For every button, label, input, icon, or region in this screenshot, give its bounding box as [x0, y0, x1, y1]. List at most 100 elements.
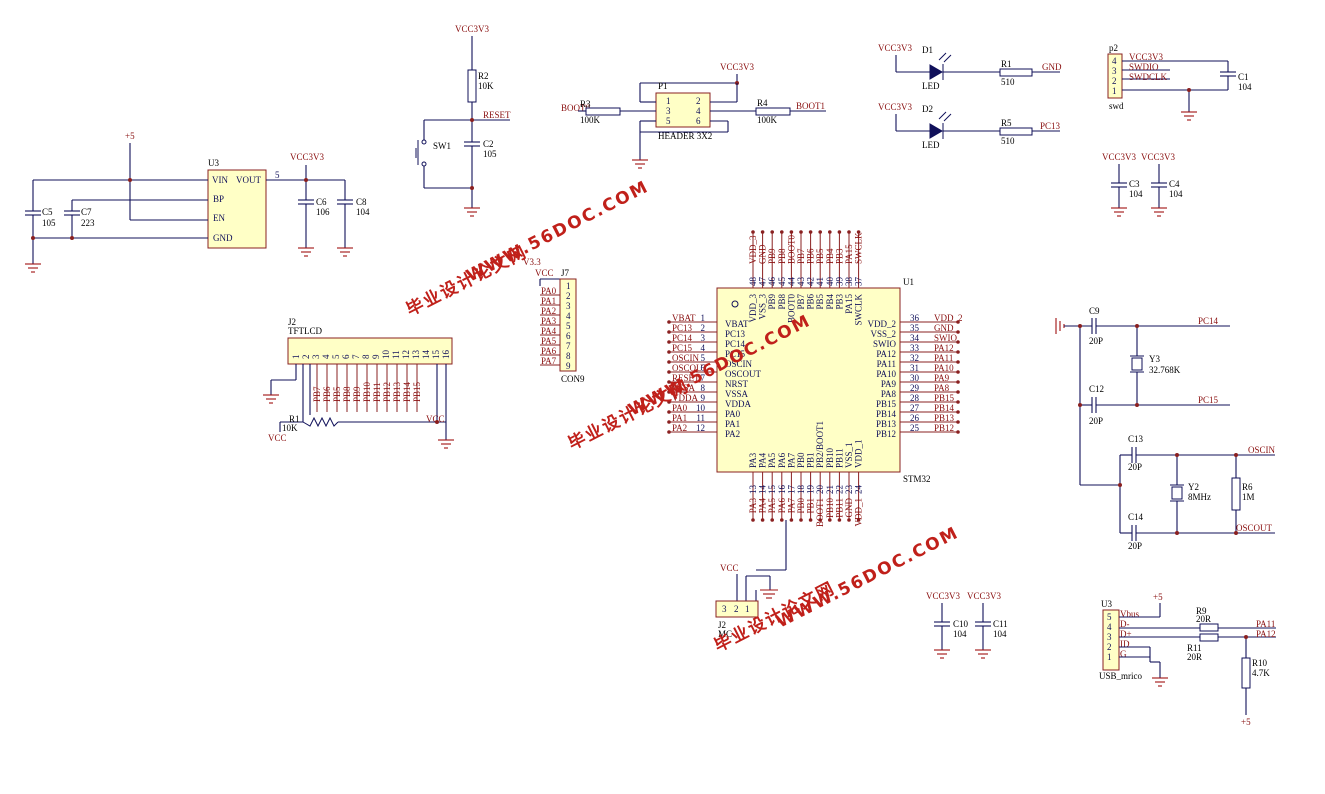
usb-net-pa12: PA12 — [1256, 629, 1276, 639]
c6-ref: C6 — [316, 197, 327, 207]
mcu-right-pin-name: PA9 — [881, 379, 897, 389]
mcu-left-net-label: OSCOUT — [672, 363, 709, 373]
mcu-right-pin-num: 32 — [910, 353, 919, 363]
c2-ref: C2 — [483, 139, 494, 149]
reset-block: VCC3V3 R2 10K RESET SW1 C2 105 — [415, 24, 511, 217]
mcu-left-pin-name: OSCOUT — [725, 369, 762, 379]
mcu-top-pin-name: PB5 — [815, 294, 825, 310]
lcd-net-label: PB13 — [392, 381, 402, 402]
usb-supply-label: +5 — [1153, 592, 1163, 602]
mcu-bottom-pin-name: PB1 — [806, 452, 816, 468]
mcu-bottom-net-label: PA4 — [758, 498, 768, 514]
watermark-cn-1: 毕业设计论文网 — [403, 241, 531, 320]
watermark-url-3: WWW.56DOC.COM — [773, 523, 962, 633]
lcd-pin-num: 9 — [371, 354, 381, 359]
r10-ref: R10 — [1252, 658, 1268, 668]
u3-ref: U3 — [208, 158, 219, 168]
sw1-ref: SW1 — [433, 141, 451, 151]
mcu-top-pin-num: 38 — [844, 277, 854, 287]
c5-value: 105 — [42, 218, 56, 228]
mcu-right-net-label: PB13 — [934, 413, 955, 423]
r3-value: 100K — [580, 115, 601, 125]
mcu-top-pin-end — [808, 230, 813, 234]
mcu-left-net-label: VBAT — [672, 313, 696, 323]
mcu-right-pin-num: 31 — [910, 363, 919, 373]
mc-ref: J2 — [718, 620, 726, 630]
lcd-net-label: PB8 — [342, 386, 352, 402]
c3-value: 104 — [1129, 189, 1143, 199]
u3-pin-vout: VOUT — [236, 175, 261, 185]
mcu-left-pin-end — [667, 380, 671, 384]
mcu-top-net-label: VDD_3 — [748, 235, 758, 264]
mcu-top-pin-end — [780, 230, 784, 234]
mcu-top-pin-name: BOOT0 — [786, 294, 796, 323]
lcd-net-label: PB14 — [402, 381, 412, 402]
mcu-left-pin-name: PA1 — [725, 419, 740, 429]
mcu-right-pin-name: PA10 — [876, 369, 896, 379]
mcu-left-pin-end — [667, 330, 671, 334]
mcu-left-pin-name: OSCIN — [725, 359, 753, 369]
mcu-right-pin-num: 36 — [910, 313, 920, 323]
lcd-pin-num: 14 — [421, 350, 431, 360]
lcd-pin-num: 7 — [351, 354, 361, 359]
j7-net-label: PA0 — [541, 286, 557, 296]
mcu-top-net-label: PB7 — [796, 248, 806, 264]
mcu-top-pin-end — [837, 230, 842, 234]
mcu-right-net-label: VDD_2 — [934, 313, 963, 323]
lcd-net-label: PB15 — [412, 381, 422, 402]
c1-value: 104 — [1238, 82, 1252, 92]
lcd-pin-num: 4 — [321, 354, 331, 359]
r5-ref: R5 — [1001, 118, 1012, 128]
mcu-top-pin-num: 42 — [806, 277, 816, 286]
mcu-left-pin-num: 7 — [701, 373, 706, 383]
j7-pin-num: 5 — [566, 321, 571, 331]
regulator-block: U3 VIN VOUT BP EN GND 5 +5 C5 105 C7 223… — [25, 131, 370, 273]
r4-value: 100K — [757, 115, 778, 125]
d1-net-label: GND — [1042, 62, 1062, 72]
mcu-bottom-pin-name: PA5 — [767, 452, 777, 468]
micro-connector-block: VCC 3 2 1 J2 MC — [715, 520, 787, 639]
r3-ref: R3 — [580, 99, 591, 109]
mc-pin-2: 2 — [734, 604, 739, 614]
j7-pin-num: 2 — [566, 291, 571, 301]
mcu-right-pin-name: PB13 — [876, 419, 897, 429]
mcu-top-pin-end — [856, 230, 861, 234]
r6-value: 1M — [1242, 492, 1255, 502]
mcu-bottom-pin-name: PA6 — [777, 452, 787, 468]
y3-ref: Y3 — [1149, 354, 1160, 364]
c8-ref: C8 — [356, 197, 367, 207]
d2-type: LED — [922, 140, 940, 150]
mcu-right-net-label: PA11 — [934, 353, 953, 363]
mcu-top-net-label: BOOT0 — [786, 235, 796, 264]
mcu-bottom-net-label: PB1 — [806, 498, 816, 514]
mcu-right-pin-name: PA12 — [876, 349, 896, 359]
c13-ref: C13 — [1128, 434, 1144, 444]
mcu-bottom-pin-end — [799, 518, 803, 522]
mcu-bottom-net-label: PB0 — [796, 498, 806, 514]
swd-net-vcc: VCC3V3 — [1129, 52, 1164, 62]
crystal-block: C9 20P Y3 32.768K PC14 C12 20P PC15 C13 … — [1055, 306, 1276, 551]
mcu-right-pin-num: 28 — [910, 393, 920, 403]
boot1-net-label: BOOT1 — [796, 101, 825, 111]
lcd-vcc-label-1: VCC — [268, 433, 287, 443]
mcu-bottom-pin-num: 20 — [815, 485, 825, 495]
u3-pin-en: EN — [213, 213, 225, 223]
mcu-right-pin-num: 29 — [910, 383, 920, 393]
usb-pin-num: 1 — [1107, 652, 1112, 662]
mcu-top-net-label: PA15 — [844, 244, 854, 264]
j7-pin-num: 7 — [566, 341, 571, 351]
c14-value: 20P — [1128, 541, 1142, 551]
mcu-top-pin-end — [770, 230, 774, 234]
lcd-pin-num: 15 — [431, 350, 441, 360]
y2-value: 8MHz — [1188, 492, 1211, 502]
mcu-bottom-pin-num: 21 — [825, 485, 835, 494]
j7-net-label: PA7 — [541, 356, 557, 366]
d1-rail-label: VCC3V3 — [878, 43, 913, 53]
reset-rail-label: VCC3V3 — [455, 24, 490, 34]
lcd-net-label: PB11 — [372, 382, 382, 402]
j7-block: V3.3 VCC J7 CON9 123456789PA0PA1PA2PA3PA… — [523, 257, 585, 384]
r2-ref: R2 — [478, 71, 489, 81]
mcu-left-pin-name: PC15 — [725, 349, 746, 359]
mcu-top-pin-end — [760, 230, 765, 234]
lcd-pin-num: 10 — [381, 350, 391, 360]
